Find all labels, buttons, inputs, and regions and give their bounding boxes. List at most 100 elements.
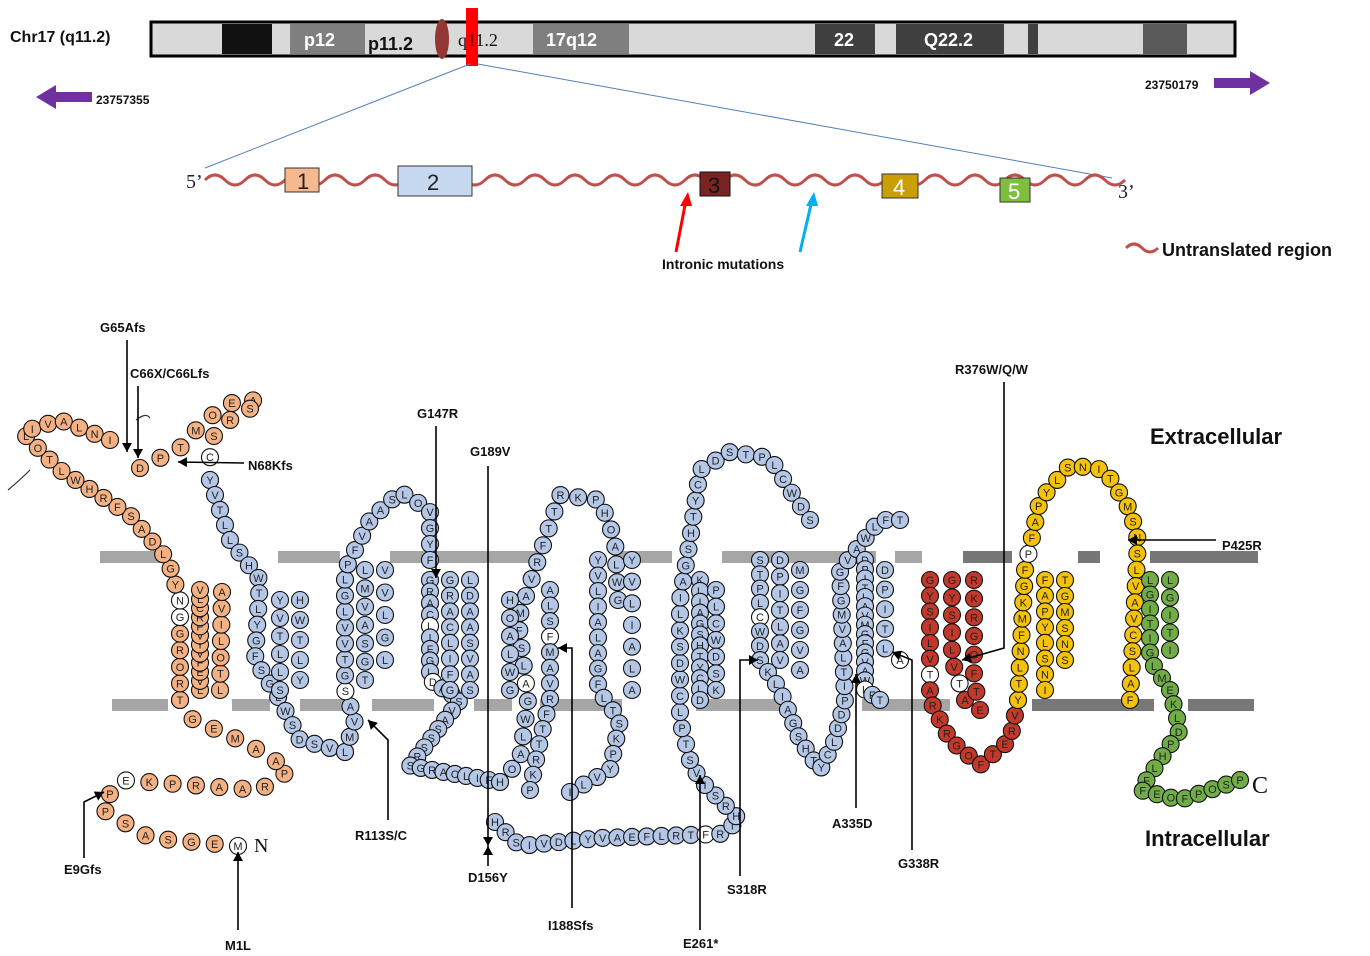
svg-text:C: C	[824, 750, 832, 762]
band-22: 22	[834, 30, 854, 50]
residue: S	[1057, 652, 1074, 669]
residue: G	[677, 557, 694, 574]
svg-text:A: A	[594, 617, 602, 629]
membrane-segment	[474, 699, 512, 711]
svg-text:V: V	[351, 717, 359, 729]
svg-text:I: I	[843, 681, 846, 693]
residue: G	[1016, 578, 1033, 595]
residue: R	[187, 777, 204, 794]
svg-text:S: S	[676, 642, 683, 654]
exon-4: 4	[882, 174, 918, 200]
residue: Y	[922, 587, 939, 604]
svg-text:O: O	[208, 410, 217, 422]
svg-text:T: T	[1147, 619, 1154, 631]
svg-text:F: F	[114, 502, 121, 514]
svg-text:V: V	[540, 839, 548, 851]
svg-text:A: A	[522, 591, 530, 603]
svg-text:2: 2	[427, 170, 439, 195]
residue: P	[152, 449, 169, 466]
svg-text:P: P	[344, 559, 351, 571]
svg-text:T: T	[551, 506, 558, 518]
svg-text:P: P	[281, 769, 288, 781]
mutation-annotation: S318R	[727, 655, 767, 897]
residue: L	[462, 572, 479, 589]
svg-text:L: L	[595, 586, 601, 598]
svg-text:Y: Y	[1043, 487, 1051, 499]
svg-text:F: F	[977, 759, 984, 771]
residue: T	[540, 520, 557, 537]
svg-text:S: S	[276, 685, 283, 697]
residue: T	[922, 666, 939, 683]
residue: V	[523, 571, 540, 588]
residue: O	[502, 610, 519, 627]
svg-text:L: L	[521, 661, 527, 673]
residue: S	[542, 613, 559, 630]
svg-text:E: E	[976, 705, 983, 717]
residue: N	[172, 592, 189, 609]
svg-text:R: R	[672, 830, 680, 842]
svg-text:R: R	[716, 829, 724, 841]
svg-text:F: F	[543, 709, 550, 721]
svg-text:L: L	[840, 653, 846, 665]
svg-text:V: V	[594, 772, 602, 784]
svg-text:A: A	[961, 695, 969, 707]
chromosome-ideogram: Chr17 (q11.2) p12 p11.2 q11.2 17q12 22 Q…	[10, 8, 1270, 178]
residue: L	[708, 598, 725, 615]
residue: G	[183, 833, 200, 850]
svg-text:R: R	[556, 490, 564, 502]
residue: A	[607, 538, 624, 555]
svg-text:Y: Y	[628, 555, 636, 567]
svg-text:M: M	[345, 732, 354, 744]
svg-text:V: V	[594, 571, 602, 583]
residue: L	[337, 603, 354, 620]
svg-text:D: D	[712, 652, 720, 664]
residue: A	[1027, 513, 1044, 530]
residue: A	[55, 413, 72, 430]
residue: A	[922, 682, 939, 699]
svg-text:E: E	[1153, 789, 1160, 801]
residue: T	[172, 692, 189, 709]
svg-text:A: A	[239, 784, 247, 796]
residue: L	[1162, 572, 1179, 589]
svg-text:L: L	[1151, 763, 1157, 775]
svg-text:G: G	[176, 629, 185, 641]
residue: F	[1122, 692, 1139, 709]
residue: R	[529, 554, 546, 571]
mutation-label: D156Y	[468, 870, 508, 885]
residue: N	[1129, 529, 1146, 546]
residue: P	[708, 582, 725, 599]
residue: I	[772, 585, 789, 602]
svg-text:T: T	[217, 669, 224, 681]
svg-text:R: R	[446, 591, 454, 603]
svg-text:L: L	[342, 607, 348, 619]
svg-text:M: M	[1018, 614, 1027, 626]
svg-text:G: G	[594, 664, 603, 676]
svg-text:D: D	[466, 591, 474, 603]
c-terminus-label: C	[1252, 773, 1268, 799]
svg-text:A: A	[546, 585, 554, 597]
mutation-annotation: N68Kfs	[178, 457, 293, 473]
svg-text:T: T	[297, 635, 304, 647]
residue: I	[672, 589, 689, 606]
residue: A	[442, 603, 459, 620]
svg-text:A: A	[466, 669, 474, 681]
svg-text:G: G	[837, 595, 846, 607]
svg-text:W: W	[860, 533, 871, 545]
residue: M	[1119, 498, 1136, 515]
svg-text:V: V	[628, 577, 636, 589]
svg-text:C: C	[694, 479, 702, 491]
svg-text:N: N	[1041, 669, 1049, 681]
svg-text:A: A	[347, 701, 355, 713]
svg-text:S: S	[127, 511, 134, 523]
residue: Y	[202, 472, 219, 489]
residue: P	[164, 775, 181, 792]
residue: L	[772, 618, 789, 635]
svg-text:L: L	[227, 535, 233, 547]
svg-text:F: F	[643, 831, 650, 843]
svg-text:S: S	[712, 668, 719, 680]
residue: A	[542, 582, 559, 599]
residue: M	[187, 422, 204, 439]
svg-text:L: L	[1147, 575, 1153, 587]
svg-text:G: G	[341, 591, 350, 603]
svg-text:L: L	[658, 831, 664, 843]
